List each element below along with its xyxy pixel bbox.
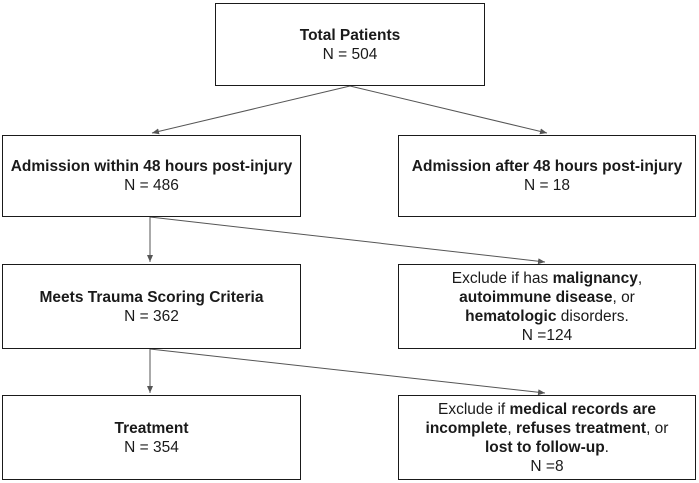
exclusion-term: incomplete <box>425 419 508 437</box>
box-exclusion-records: Exclude if medical records are incomplet… <box>398 395 696 480</box>
box-title: Total Patients <box>299 26 401 44</box>
exclusion-term: hematologic <box>465 307 557 325</box>
arrow-total-to-after <box>349 85 548 135</box>
box-title: Treatment <box>114 419 189 437</box>
box-count: N =124 <box>521 326 573 344</box>
box-count: N =8 <box>530 457 564 475</box>
exclusion-term: lost to follow-up <box>485 438 605 456</box>
box-treatment: Treatment N = 354 <box>2 395 301 480</box>
arrow-total-to-within <box>151 85 351 135</box>
box-admission-within-48h: Admission within 48 hours post-injury N … <box>2 135 301 217</box>
box-title: Admission after 48 hours post-injury <box>411 158 683 175</box>
exclusion-line-3: lost to follow-up. <box>485 438 609 457</box>
exclusion-term: refuses treatment <box>515 419 647 437</box>
exclusion-text: disorders. <box>556 307 629 325</box>
exclusion-text: Exclude if <box>438 400 510 418</box>
box-exclusion-conditions: Exclude if has malignancy, autoimmune di… <box>398 264 696 349</box>
box-title: Meets Trauma Scoring Criteria <box>39 288 264 306</box>
box-count: N = 486 <box>124 177 179 194</box>
box-admission-after-48h: Admission after 48 hours post-injury N =… <box>398 135 696 217</box>
exclusion-text: , <box>637 269 643 287</box>
exclusion-text: , or <box>646 419 669 437</box>
box-count: N = 504 <box>322 45 378 63</box>
exclusion-term: malignancy <box>552 269 638 287</box>
exclusion-line-2: incomplete, refuses treatment, or <box>426 419 669 438</box>
exclusion-line-3: hematologic disorders. <box>465 307 629 326</box>
exclusion-line-2: autoimmune disease, or <box>459 288 635 307</box>
exclusion-line-1: Exclude if medical records are <box>438 400 656 419</box>
box-count: N = 362 <box>124 307 179 325</box>
arrow-meets-to-exclude2 <box>149 348 546 396</box>
exclusion-text: Exclude if has <box>451 269 553 287</box>
box-total-patients: Total Patients N = 504 <box>215 3 485 86</box>
exclusion-term: medical records are <box>509 400 656 418</box>
box-count: N = 354 <box>124 438 179 456</box>
exclusion-term: autoimmune disease <box>459 288 613 306</box>
exclusion-text: . <box>604 438 609 456</box>
box-title: Admission within 48 hours post-injury <box>10 158 293 175</box>
arrow-within-to-exclude1 <box>149 216 546 265</box>
exclusion-text: , <box>507 419 516 437</box>
box-meets-trauma-criteria: Meets Trauma Scoring Criteria N = 362 <box>2 264 301 349</box>
exclusion-text: , or <box>612 288 635 306</box>
box-count: N = 18 <box>523 177 571 194</box>
exclusion-line-1: Exclude if has malignancy, <box>452 269 642 288</box>
